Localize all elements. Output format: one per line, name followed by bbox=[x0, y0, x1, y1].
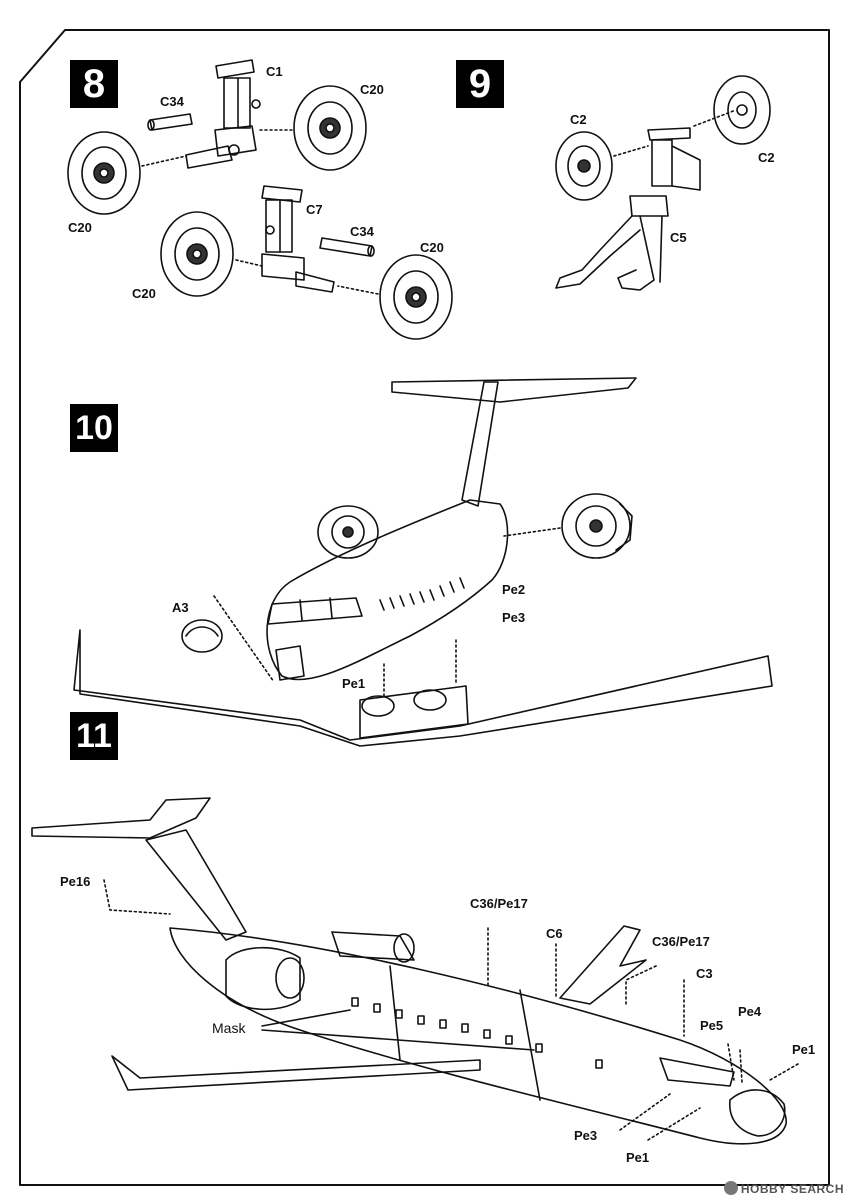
step11-arrow bbox=[103, 879, 171, 915]
step11-wing-far bbox=[559, 925, 647, 1005]
step11-arrow bbox=[619, 1093, 671, 1131]
step10-windows bbox=[379, 577, 465, 611]
mask-label: Mask bbox=[212, 1020, 246, 1036]
step-10-number: 10 bbox=[70, 404, 118, 452]
page-frame bbox=[19, 29, 830, 1186]
part-label-c7: C7 bbox=[306, 202, 323, 217]
step9-strut-c5 bbox=[555, 127, 701, 291]
part-label-c20: C20 bbox=[360, 82, 384, 97]
step11-engine-far bbox=[331, 931, 415, 963]
part-label-c1: C1 bbox=[266, 64, 283, 79]
step9-wheel-left bbox=[555, 131, 613, 201]
step10-engine-left bbox=[317, 505, 379, 559]
step8-wheel-right bbox=[293, 85, 367, 171]
step11-windows bbox=[351, 997, 603, 1069]
part-label-c2: C2 bbox=[570, 112, 587, 127]
part-label-c20: C20 bbox=[68, 220, 92, 235]
part-label-c34: C34 bbox=[160, 94, 184, 109]
step8-strut-c7 bbox=[261, 185, 335, 293]
step8-arrow bbox=[337, 285, 379, 295]
part-label-c20: C20 bbox=[132, 286, 156, 301]
watermark-text: HOBBY SEARCH bbox=[740, 1182, 844, 1196]
step8-arrow bbox=[141, 155, 187, 167]
part-label-c36-pe17: C36/Pe17 bbox=[470, 896, 528, 911]
hobby-search-logo-icon bbox=[723, 1181, 738, 1195]
step11-arrow bbox=[647, 1107, 701, 1141]
step11-tail bbox=[31, 797, 247, 941]
step8-wheel-left bbox=[67, 131, 141, 215]
part-label-c5: C5 bbox=[670, 230, 687, 245]
step10-dome-a3 bbox=[181, 619, 223, 653]
step-11-number: 11 bbox=[70, 712, 118, 760]
part-label-pe1: Pe1 bbox=[626, 1150, 650, 1165]
step10-arrow bbox=[503, 527, 561, 537]
step11-fuselage bbox=[169, 927, 787, 1145]
step11-nose bbox=[729, 1089, 786, 1137]
step8-wheel-right-2 bbox=[379, 254, 453, 340]
step8-pin-c34-top bbox=[147, 113, 193, 131]
part-label-c6: C6 bbox=[546, 926, 563, 941]
step-8-number: 8 bbox=[70, 60, 118, 108]
watermark: HOBBY SEARCH bbox=[723, 1181, 844, 1196]
step11-arrow bbox=[739, 1049, 743, 1083]
part-label-c2: C2 bbox=[758, 150, 775, 165]
part-label-c34: C34 bbox=[350, 224, 374, 239]
step9-wheel-right bbox=[713, 75, 771, 145]
step11-wing-near bbox=[111, 1055, 481, 1091]
step10-fuselage bbox=[266, 499, 509, 681]
step8-pin-c34-bottom bbox=[319, 237, 375, 257]
step8-arrow bbox=[235, 259, 263, 267]
part-label-pe1: Pe1 bbox=[792, 1042, 816, 1057]
step8-strut-c1 bbox=[185, 59, 261, 169]
part-label-pe16: Pe16 bbox=[60, 874, 91, 889]
part-label-c3: C3 bbox=[696, 966, 713, 981]
part-label-pe2: Pe2 bbox=[502, 582, 526, 597]
step11-arrow bbox=[727, 1043, 735, 1081]
part-label-pe3: Pe3 bbox=[574, 1128, 598, 1143]
part-label-pe1: Pe1 bbox=[342, 676, 366, 691]
step10-engine-right bbox=[561, 493, 633, 559]
part-label-a3: A3 bbox=[172, 600, 189, 615]
step11-arrow bbox=[769, 1063, 799, 1081]
step10-arrow bbox=[213, 595, 275, 683]
step11-engine-near bbox=[225, 946, 305, 1011]
part-label-pe5: Pe5 bbox=[700, 1018, 724, 1033]
step11-mask-leader bbox=[261, 1029, 535, 1051]
step9-arrow bbox=[693, 109, 737, 127]
part-label-c20: C20 bbox=[420, 240, 444, 255]
step8-wheel-left-2 bbox=[160, 211, 234, 297]
part-label-c36-pe17: C36/Pe17 bbox=[652, 934, 710, 949]
step10-tail bbox=[391, 377, 637, 507]
step10-wing bbox=[73, 629, 773, 747]
step11-mask-leader bbox=[261, 1009, 351, 1027]
part-label-pe4: Pe4 bbox=[738, 1004, 762, 1019]
part-label-pe3: Pe3 bbox=[502, 610, 526, 625]
step11-arrow bbox=[625, 965, 657, 1007]
step9-arrow bbox=[613, 145, 649, 157]
step-9-number: 9 bbox=[456, 60, 504, 108]
